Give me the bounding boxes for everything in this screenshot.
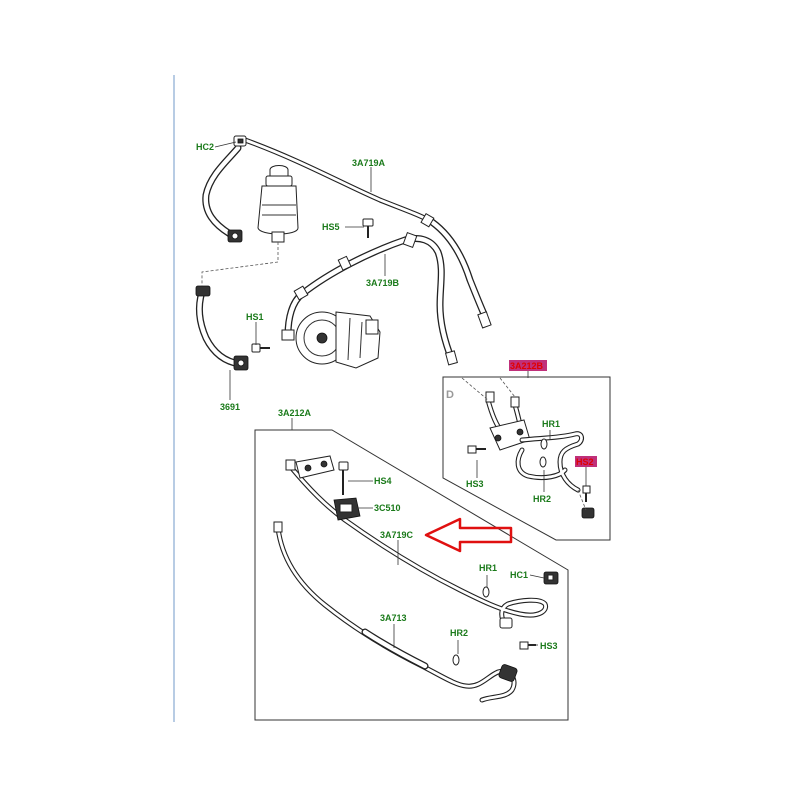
hs5-bolt-icon — [362, 218, 374, 238]
callout-hr1-upper: HR1 — [542, 419, 560, 429]
highlight-3a212b — [509, 360, 547, 371]
hs1-bolt-icon — [251, 343, 270, 353]
callout-hs1: HS1 — [246, 312, 264, 322]
fluid-reservoir-icon — [257, 165, 299, 243]
hr2-lower-oring-icon — [452, 654, 460, 666]
callout-hs4: HS4 — [374, 476, 392, 486]
hs4-bolt-icon — [338, 461, 349, 495]
callout-3a719c: 3A719C — [380, 530, 414, 540]
callout-3a713: 3A713 — [380, 613, 407, 623]
o-ring-icon — [539, 438, 548, 468]
end-fitting-icon — [498, 617, 518, 682]
reservoir-link-dashed — [201, 242, 279, 286]
hs3-upper-bolt-icon — [467, 445, 486, 454]
callout-hc2: HC2 — [196, 142, 214, 152]
callout-hr1-lower: HR1 — [479, 563, 497, 573]
callout-3a212b: 3A212B — [510, 361, 544, 371]
callout-hr2-lower: HR2 — [450, 628, 468, 638]
callout-hs3-upper: HS3 — [466, 479, 484, 489]
hs3-lower-bolt-icon — [519, 641, 536, 650]
hc2-clip-icon — [233, 135, 247, 147]
callout-hc1: HC1 — [510, 570, 528, 580]
highlight-hs2 — [575, 456, 597, 467]
hose-clamp-icon — [227, 229, 243, 243]
leader-lines — [214, 141, 587, 654]
callout-3a719b: 3A719B — [366, 278, 400, 288]
hose-clamp-3691-icon — [195, 285, 249, 371]
callout-3a719a: 3A719A — [352, 158, 386, 168]
bracket-clip-icon — [581, 507, 595, 519]
fitting-block-icon — [295, 455, 335, 479]
red-arrow-icon — [424, 517, 513, 553]
hc1-clip-icon — [543, 571, 559, 585]
hs2-bolt-icon — [582, 485, 591, 502]
callout-hs2: HS2 — [576, 457, 594, 467]
callout-3c510: 3C510 — [374, 503, 401, 513]
upper-hose-assembly — [195, 135, 492, 371]
panel-d — [442, 376, 611, 541]
callout-3a212a: 3A212A — [278, 408, 312, 418]
panel-d-letter: D — [446, 389, 454, 401]
callout-3691: 3691 — [220, 402, 240, 412]
callout-hr2-upper: HR2 — [533, 494, 551, 504]
hr1-lower-oring-icon — [482, 586, 490, 598]
callout-hs3-lower: HS3 — [540, 641, 558, 651]
power-steering-pump-icon — [281, 311, 381, 369]
lower-pipe-assembly — [254, 429, 569, 721]
3c510-clamp-icon — [333, 497, 361, 521]
callout-hs5: HS5 — [322, 222, 340, 232]
